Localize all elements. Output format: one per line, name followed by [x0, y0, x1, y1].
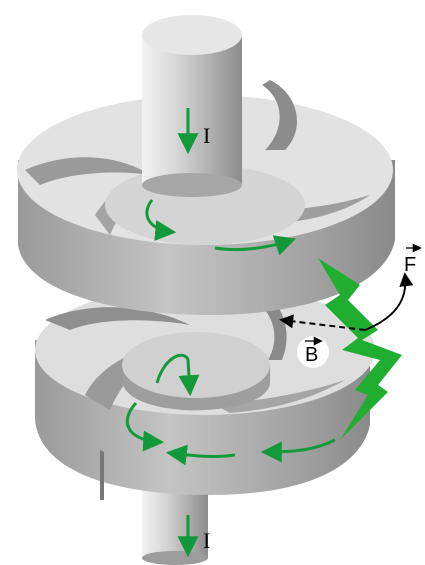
- swirl-arrow-lower-right: [260, 438, 336, 463]
- force-letter: F: [404, 254, 416, 276]
- force-label: F: [404, 243, 422, 276]
- lower-disk: [35, 285, 375, 500]
- hub-arrow: [155, 353, 200, 397]
- current-arrows: [125, 108, 336, 558]
- field-letter: B: [305, 344, 318, 366]
- field-arrow-dashed: [279, 314, 366, 331]
- swirl-arrow-upper-inner: [145, 199, 177, 241]
- spark-zigzag: [318, 258, 402, 440]
- swirl-arrow-upper-outer: [214, 235, 296, 256]
- field-label: B: [297, 336, 329, 368]
- top-shaft: [142, 15, 242, 197]
- current-label-top: I: [203, 123, 210, 148]
- swirl-arrow-lower-mid: [165, 444, 236, 466]
- swirl-arrow-lower-left: [125, 401, 165, 452]
- current-label-bottom: I: [203, 528, 210, 553]
- force-arrow: [364, 272, 414, 331]
